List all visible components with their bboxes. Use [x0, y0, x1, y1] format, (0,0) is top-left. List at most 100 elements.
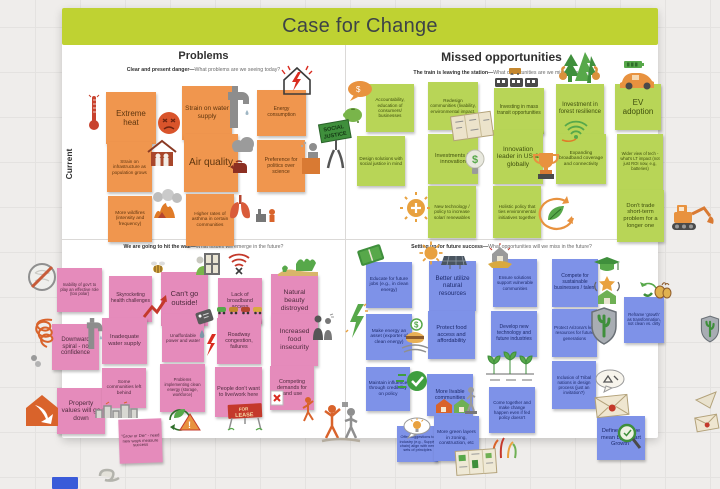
wildfire-icon[interactable] — [148, 189, 184, 222]
thermometer-icon[interactable] — [88, 94, 100, 132]
price-tag-bolt-icon[interactable] — [194, 308, 220, 366]
minimap-tab[interactable] — [52, 477, 78, 489]
bee-icon[interactable] — [150, 260, 166, 274]
book-icon[interactable] — [356, 244, 386, 268]
note-holistic-policy[interactable]: Holistic policy that ties environmental … — [493, 186, 541, 238]
shield-cactus-icon[interactable] — [590, 306, 618, 346]
note-develop-new-tech[interactable]: Develop new technology and future indust… — [491, 311, 537, 357]
note-strain-water[interactable]: Strain on water supply — [182, 86, 232, 140]
wifi-x-icon[interactable] — [224, 252, 254, 276]
zoning-map-icon[interactable] — [454, 446, 498, 478]
house-down-icon[interactable] — [22, 392, 62, 428]
leaf-warning-icon[interactable]: ! — [166, 402, 202, 432]
note-ensure-solutions[interactable]: Ensure solutions support vulnerable comm… — [493, 259, 537, 307]
excavator-icon[interactable] — [666, 198, 718, 236]
two-people-icon[interactable] — [318, 400, 362, 444]
symbol-bubble-icon[interactable] — [594, 368, 626, 394]
climb-person-icon[interactable] — [300, 396, 316, 424]
pollution-icon[interactable] — [254, 206, 280, 224]
sun-small-icon[interactable] — [418, 240, 444, 266]
money-speech-icon[interactable]: $ — [346, 80, 374, 102]
note-forest-resilience[interactable]: Investment in forest resilience — [556, 84, 604, 134]
cars-row-icon[interactable] — [216, 304, 266, 316]
note-asthma[interactable]: Higher rates of asthma in certain commun… — [186, 194, 234, 246]
envelope-icon[interactable] — [594, 392, 630, 420]
note-food-insecurity[interactable]: Increased food insecurity — [271, 314, 318, 366]
note-inadequate-water[interactable]: Inadequate water supply — [102, 318, 147, 364]
hand-house-icon[interactable] — [484, 242, 516, 270]
note-social-justice-design[interactable]: Design solutions with social justice in … — [357, 136, 405, 186]
note-roadway-congestion[interactable]: Roadway congestion, failures — [217, 318, 261, 364]
note-wildfires[interactable]: More wildfires (intensity and frequency) — [108, 196, 152, 242]
note-communities-left-behind[interactable]: Some communities left behind — [102, 368, 146, 408]
shield-small-icon[interactable] — [700, 314, 720, 344]
rain-cloud-icon[interactable] — [228, 136, 258, 156]
note-clean-energy-problems[interactable]: Problems implementing clean energy (stor… — [160, 364, 205, 412]
note-air-quality[interactable]: Air quality — [184, 134, 238, 192]
note-mass-transit[interactable]: Investing in mass transit opportunities — [494, 88, 544, 134]
note-better-utilize-resources[interactable]: Better utilize natural resources — [429, 261, 476, 311]
note-reframe-growth[interactable]: Reframe 'growth' as transformation, not … — [624, 297, 664, 343]
train-icon[interactable] — [494, 76, 542, 89]
podium-speaker-icon[interactable] — [296, 140, 324, 176]
note-educate-future-jobs[interactable]: Educate for future jobs (e.g., in clean … — [366, 262, 412, 308]
note-unaffordable-power[interactable]: Unaffordable power and water — [162, 314, 204, 362]
statue-icon[interactable] — [464, 386, 478, 414]
broadband-icon[interactable] — [560, 118, 592, 143]
hills-icon[interactable] — [276, 254, 320, 278]
note-accountability[interactable]: Accountability, education of consumers/ … — [366, 84, 414, 132]
family-house-icon[interactable] — [146, 138, 178, 168]
tap-small-icon[interactable] — [84, 318, 106, 352]
note-inability-govt[interactable]: Inability of gov't to play an effective … — [57, 268, 102, 312]
paper-scribble-icon[interactable] — [96, 460, 130, 482]
bulb-dollar-icon[interactable]: $ — [464, 148, 486, 178]
note-ev-adoption[interactable]: EV adoption — [615, 84, 661, 130]
city-skyline-icon[interactable] — [94, 401, 144, 420]
houses-icon[interactable] — [434, 396, 474, 414]
note-strain-infrastructure[interactable]: Strain on infrastructure as population g… — [107, 142, 152, 192]
note-politics-over-science[interactable]: Preference for politics over science — [257, 140, 305, 192]
solar-panel-icon[interactable] — [440, 254, 468, 270]
energy-house-icon[interactable] — [278, 62, 316, 100]
battery-icon[interactable] — [624, 60, 644, 69]
note-protect-arizona[interactable]: Protect Arizona's key resources for futu… — [552, 309, 597, 357]
no-symbol-icon[interactable] — [26, 260, 58, 294]
spiral-icon[interactable] — [28, 316, 56, 370]
bulb-bubble-icon[interactable] — [402, 416, 432, 440]
speed-check-icon[interactable] — [396, 366, 430, 396]
note-compete-sustainable[interactable]: Compete for sustainable businesses / tal… — [552, 259, 598, 307]
water-tap-icon[interactable] — [226, 86, 252, 132]
note-extreme-heat[interactable]: Extreme heat — [106, 92, 156, 144]
people-dark-icon[interactable] — [310, 313, 336, 342]
blueprint-icon[interactable] — [449, 110, 495, 142]
leaf-cycle-icon[interactable] — [534, 192, 576, 236]
sun-icon[interactable] — [398, 190, 434, 226]
mail-plane-icon[interactable] — [694, 390, 720, 440]
note-lack-broadband[interactable]: Lack of broadband access — [218, 278, 262, 324]
trophy-icon[interactable] — [532, 150, 560, 184]
angry-heat-face-icon[interactable] — [156, 110, 182, 136]
note-new-tech-solar[interactable]: New technology / policy to increase sola… — [428, 186, 476, 238]
kettle-icon[interactable] — [230, 158, 248, 174]
up-arrow-icon[interactable] — [142, 293, 168, 319]
x-doc-icon[interactable] — [270, 390, 284, 406]
dollar-coin-icon[interactable]: $ — [410, 318, 423, 331]
note-property-values[interactable]: Property values will go down — [57, 388, 105, 434]
note-come-together[interactable]: Come together and make change happen eve… — [489, 387, 535, 433]
note-protect-food[interactable]: Protect food access and affordability — [428, 311, 475, 359]
sprouts-icon[interactable] — [484, 350, 536, 384]
note-dont-trade[interactable]: Don't trade short-term problem for a lon… — [617, 190, 664, 242]
forest-strong-icon[interactable] — [558, 50, 600, 88]
burger-hand-icon[interactable] — [398, 328, 432, 358]
magnifier-icon[interactable] — [616, 422, 642, 452]
butterfly-icon[interactable] — [636, 280, 672, 308]
window-person-icon[interactable] — [194, 252, 222, 278]
note-grow-or-die[interactable]: "Grow or Die" - need new ways measure su… — [118, 418, 163, 464]
lungs-icon[interactable] — [228, 194, 252, 220]
ev-car-icon[interactable] — [618, 68, 658, 90]
grad-star-house-icon[interactable] — [592, 254, 622, 306]
note-energy-consumption[interactable]: Energy consumption — [257, 90, 306, 136]
note-wider-view-tech[interactable]: Wider view of tech - what's LT impact (n… — [617, 134, 663, 190]
